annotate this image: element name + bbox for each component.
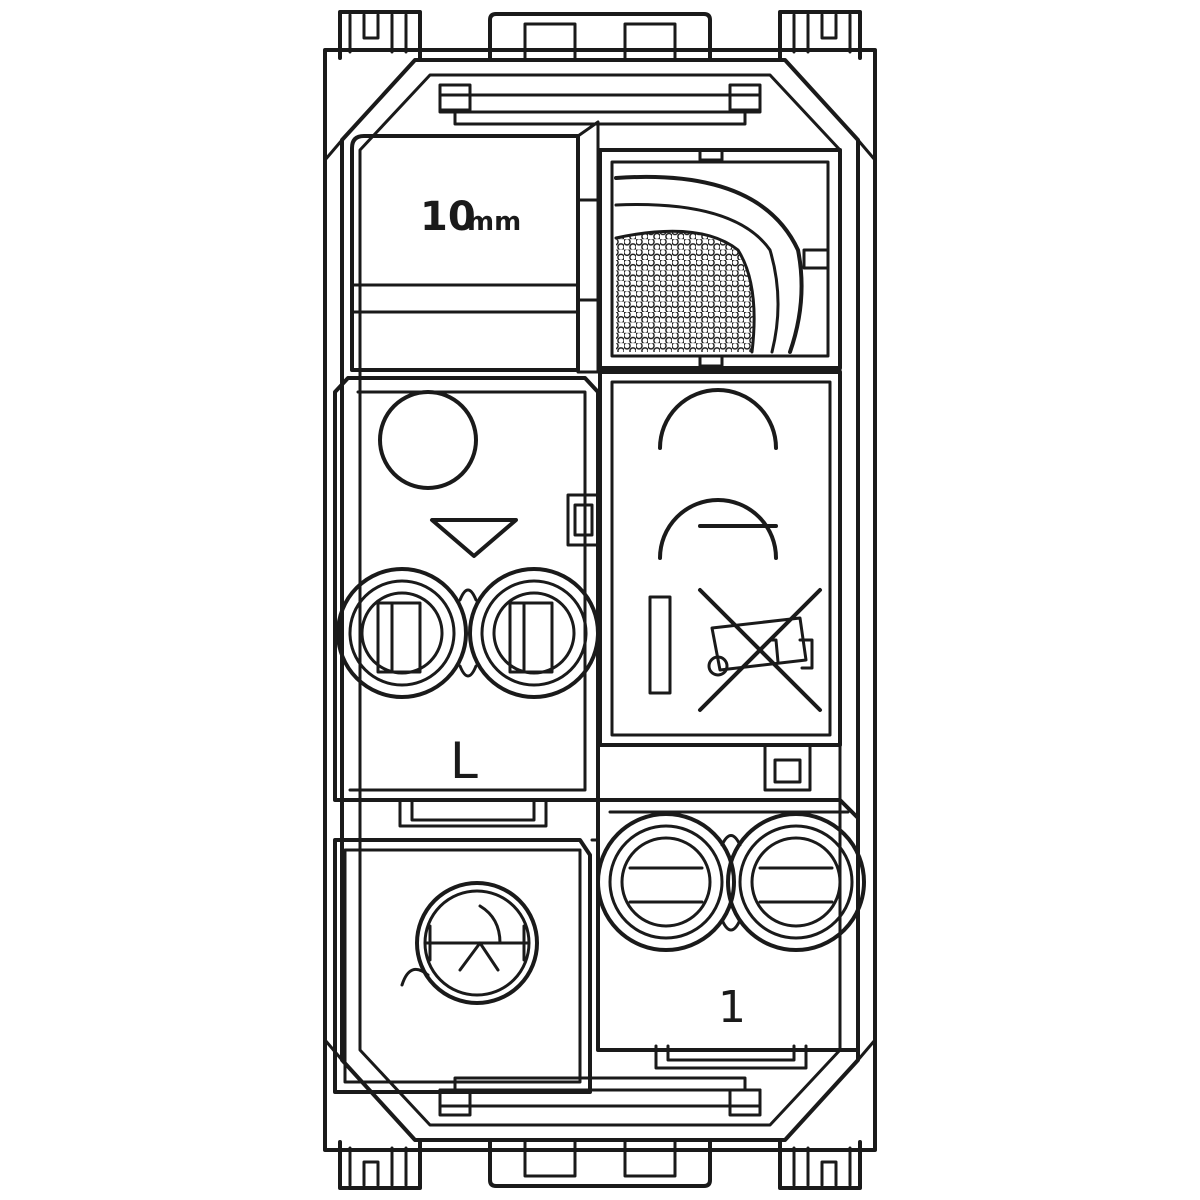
terminal-label-one: 1 <box>718 982 746 1033</box>
sensor-window <box>598 148 842 370</box>
bottom-center-tab <box>488 1140 712 1188</box>
insertion-arrow-icon <box>430 518 518 558</box>
terminal-bridge-one <box>720 834 742 932</box>
release-button <box>333 798 592 1094</box>
push-terminal-one-left <box>596 812 736 952</box>
terminal-label-l: L <box>450 732 478 790</box>
top-right-clip <box>778 10 862 60</box>
strip-length-unit: mm <box>467 207 521 237</box>
release-screwdriver-icon <box>400 881 539 1005</box>
housing-outline <box>323 48 877 1152</box>
top-center-tab <box>488 12 712 60</box>
terminal-block-one <box>590 798 860 1052</box>
class-one-bar-icon <box>648 595 672 695</box>
push-terminal-l-right <box>468 567 600 699</box>
ce-mark-icon <box>658 388 778 560</box>
bottom-right-clip <box>778 1140 862 1190</box>
certification-panel <box>566 370 842 792</box>
push-terminal-one-right <box>726 812 866 952</box>
push-terminal-l-left <box>336 567 468 699</box>
weee-crossed-bin-icon <box>698 588 822 712</box>
indicator-lens <box>378 390 478 490</box>
release-slot <box>654 1044 808 1070</box>
strip-length-number: 10 <box>420 194 476 240</box>
strip-length-gauge <box>350 120 600 374</box>
sensor-lens-icon <box>614 174 804 354</box>
top-left-clip <box>338 10 422 60</box>
bottom-left-clip <box>338 1140 422 1190</box>
terminal-bridge-l <box>458 588 478 678</box>
